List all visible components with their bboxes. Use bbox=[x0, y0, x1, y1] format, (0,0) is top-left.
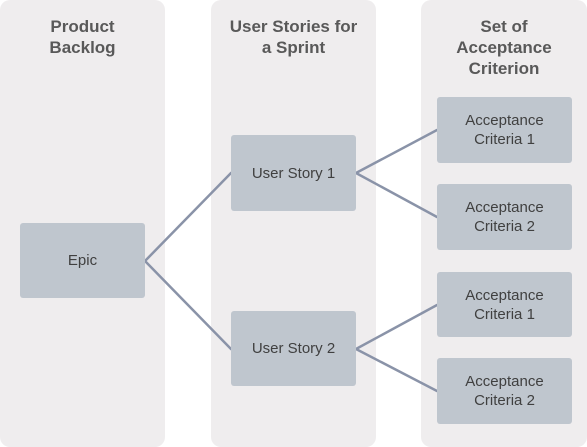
user-stories-title: User Stories for a Sprint bbox=[229, 17, 358, 57]
story-1-acceptance-criteria-1-node: Acceptance Criteria 1 bbox=[437, 97, 572, 163]
user-story-2-node: User Story 2 bbox=[231, 311, 356, 386]
acceptance-criterion-title: Set of Acceptance Criterion bbox=[456, 17, 552, 78]
epic-node: Epic bbox=[20, 223, 145, 298]
product-backlog-title: Product Backlog bbox=[49, 17, 116, 57]
story-2-acceptance-criteria-1-node: Acceptance Criteria 1 bbox=[437, 272, 572, 337]
user-story-1-node: User Story 1 bbox=[231, 135, 356, 211]
story-1-acceptance-criteria-2-node: Acceptance Criteria 2 bbox=[437, 184, 572, 250]
story-2-acceptance-criteria-2-node: Acceptance Criteria 2 bbox=[437, 358, 572, 424]
